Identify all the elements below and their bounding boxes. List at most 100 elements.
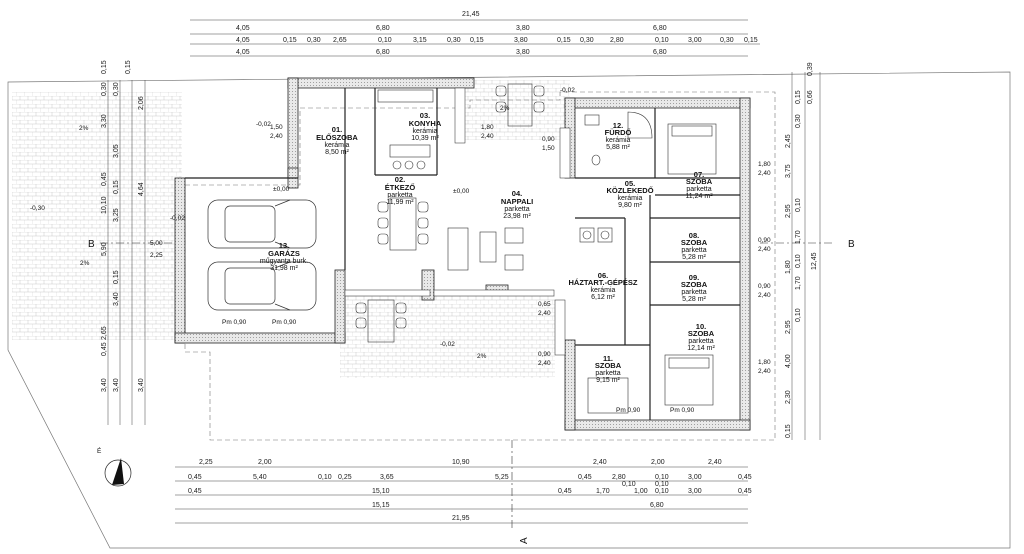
room-01-floor: kerámia xyxy=(325,142,350,149)
room-11-area: 9,15 m² xyxy=(596,377,620,384)
bathroom-fixtures xyxy=(584,111,653,166)
dim-bot-r1-2: 2,00 xyxy=(258,459,272,466)
room-09-floor: parketta xyxy=(681,289,706,296)
bottom-win-w: 0,65 xyxy=(538,301,551,308)
dim-top-r2-14: 3,00 xyxy=(688,37,702,44)
dim-bot-r2-9: 0,10 xyxy=(655,474,669,481)
room-09-num: 09. xyxy=(689,273,699,282)
dim-right-c1-10: 0,15 xyxy=(785,424,792,438)
room-08-area: 5,28 m² xyxy=(682,254,706,261)
room-02-floor: parketta xyxy=(387,192,412,199)
room-13-num: 13. xyxy=(279,241,289,250)
r10-win-h: 2,40 xyxy=(758,368,771,375)
room-10-area: 12,14 m² xyxy=(687,345,715,352)
pm-label-3: Pm 0,90 xyxy=(616,407,641,414)
dim-left-c2-3: 0,15 xyxy=(113,180,120,194)
dim-top-r2-10: 0,15 xyxy=(557,37,571,44)
pm-label-2: Pm 0,90 xyxy=(272,319,297,326)
car-2 xyxy=(207,261,317,311)
dim-left-c3-3: 3,40 xyxy=(138,378,145,392)
plot-boundary xyxy=(7,71,1011,549)
slope-3: 2% xyxy=(477,353,487,360)
slope-2: 2% xyxy=(80,260,90,267)
dim-top-r2-16: 0,15 xyxy=(744,37,758,44)
dim-right-c1-4: 3,75 xyxy=(785,164,792,178)
room-06-num: 06. xyxy=(598,271,608,280)
section-b-right: B xyxy=(848,239,855,250)
paved-drive xyxy=(12,92,182,340)
dim-left-c1-4: 0,45 xyxy=(101,172,108,186)
room-label-12: 12. FÜRDŐ kerámia 5,88 m² xyxy=(605,121,632,151)
room-12-name: FÜRDŐ xyxy=(605,128,632,137)
dim-right-c2-7: 0,10 xyxy=(795,308,802,322)
room-13-floor: műgyanta burk. xyxy=(260,258,308,265)
room-label-06: 06. HÁZTART.-GÉPÉSZ kerámia 6,12 m² xyxy=(568,271,637,301)
room-label-05: 05. KÖZLEKEDŐ kerámia 9,80 m² xyxy=(606,179,653,209)
dim-bot-r3-2: 15,10 xyxy=(372,488,390,495)
dim-bot-r3-3: 0,45 xyxy=(558,488,572,495)
room-12-floor: kerámia xyxy=(606,137,631,144)
r07-win-h: 2,40 xyxy=(758,170,771,177)
room-05-floor: kerámia xyxy=(618,195,643,202)
level-terrace3: -0,02 xyxy=(440,341,455,348)
room-10-name: SZOBA xyxy=(688,329,715,338)
szoba11-win-h: 2,40 xyxy=(538,360,551,367)
room-03-area: 10,39 m² xyxy=(411,135,439,142)
bed-room-07 xyxy=(667,123,717,175)
dim-bot-r2-10: 3,00 xyxy=(688,474,702,481)
dim-left-c1-8: 0,45 xyxy=(101,342,108,356)
dim-right-c2-2: 0,30 xyxy=(795,114,802,128)
dimension-lines xyxy=(107,19,821,524)
room-04-num: 04. xyxy=(512,189,522,198)
room-07-floor: parketta xyxy=(686,186,711,193)
dim-top-r2-9: 3,80 xyxy=(514,37,528,44)
kitchen-win-h: 2,40 xyxy=(481,133,494,140)
dim-right-c2-4: 1,70 xyxy=(795,230,802,244)
dim-left-c4-1: 0,15 xyxy=(125,60,132,74)
slope-4: 2% xyxy=(500,105,510,112)
dim-left-c1-9: 3,40 xyxy=(101,378,108,392)
dim-left-c2-6: 3,40 xyxy=(113,292,120,306)
section-b-left: B xyxy=(88,239,95,250)
dim-left-c1-3: 3,30 xyxy=(101,114,108,128)
slope-1: 2% xyxy=(79,125,89,132)
right-dimensions: 0,39 0,66 2,45 3,75 2,95 1,80 2,95 4,00 … xyxy=(785,62,818,438)
level-drive: -0,02 xyxy=(170,215,185,222)
dim-bot-r1-6: 2,40 xyxy=(708,459,722,466)
room-label-07: 07. SZOBA parketta 11,24 m² xyxy=(685,170,713,200)
dim-right-c1-1: 0,39 xyxy=(807,62,814,76)
r08-win-w: 0,90 xyxy=(758,237,771,244)
bed-room-11 xyxy=(587,377,629,414)
dim-top-r3-2: 6,80 xyxy=(376,49,390,56)
dim-right-c1-6: 1,80 xyxy=(785,260,792,274)
kitchen-win-w: 1,80 xyxy=(481,124,494,131)
room-09-area: 5,28 m² xyxy=(682,296,706,303)
room-02-name: ÉTKEZŐ xyxy=(385,183,416,192)
dim-bot-r1-3: 10,90 xyxy=(452,459,470,466)
kitchen-counters xyxy=(377,89,434,170)
dim-right-c2-1: 0,15 xyxy=(795,90,802,104)
room-label-08: 08. SZOBA parketta 5,28 m² xyxy=(681,231,708,261)
bed-room-10 xyxy=(664,354,714,406)
r08-win-h: 2,40 xyxy=(758,246,771,253)
room-label-03: 03. KONYHA kerámia 10,39 m² xyxy=(409,111,442,142)
dim-top-r2-7: 0,30 xyxy=(447,37,461,44)
dim-right-c1-7: 2,95 xyxy=(785,320,792,334)
r10-win-w: 1,80 xyxy=(758,359,771,366)
garage-door-h: 2,25 xyxy=(150,252,163,259)
r09-win-w: 0,90 xyxy=(758,283,771,290)
dim-top-4: 6,80 xyxy=(653,25,667,32)
room-05-area: 9,80 m² xyxy=(618,202,642,209)
room-04-area: 23,98 m² xyxy=(503,213,531,220)
dim-top-r2-12: 2,80 xyxy=(610,37,624,44)
paved-terrace-top xyxy=(460,80,570,140)
dim-top-r3-4: 6,80 xyxy=(653,49,667,56)
dim-left-c1-7: 2,65 xyxy=(101,326,108,340)
dim-bot-r3-4: 1,70 xyxy=(596,488,610,495)
room-02-area: 11,99 m² xyxy=(386,199,414,206)
left-dimensions: 0,15 0,30 3,30 0,45 10,10 5,90 2,65 0,45… xyxy=(101,60,145,392)
level-main: ±0,00 xyxy=(453,188,470,195)
room-label-11: 11. SZOBA parketta 9,15 m² xyxy=(595,354,622,384)
